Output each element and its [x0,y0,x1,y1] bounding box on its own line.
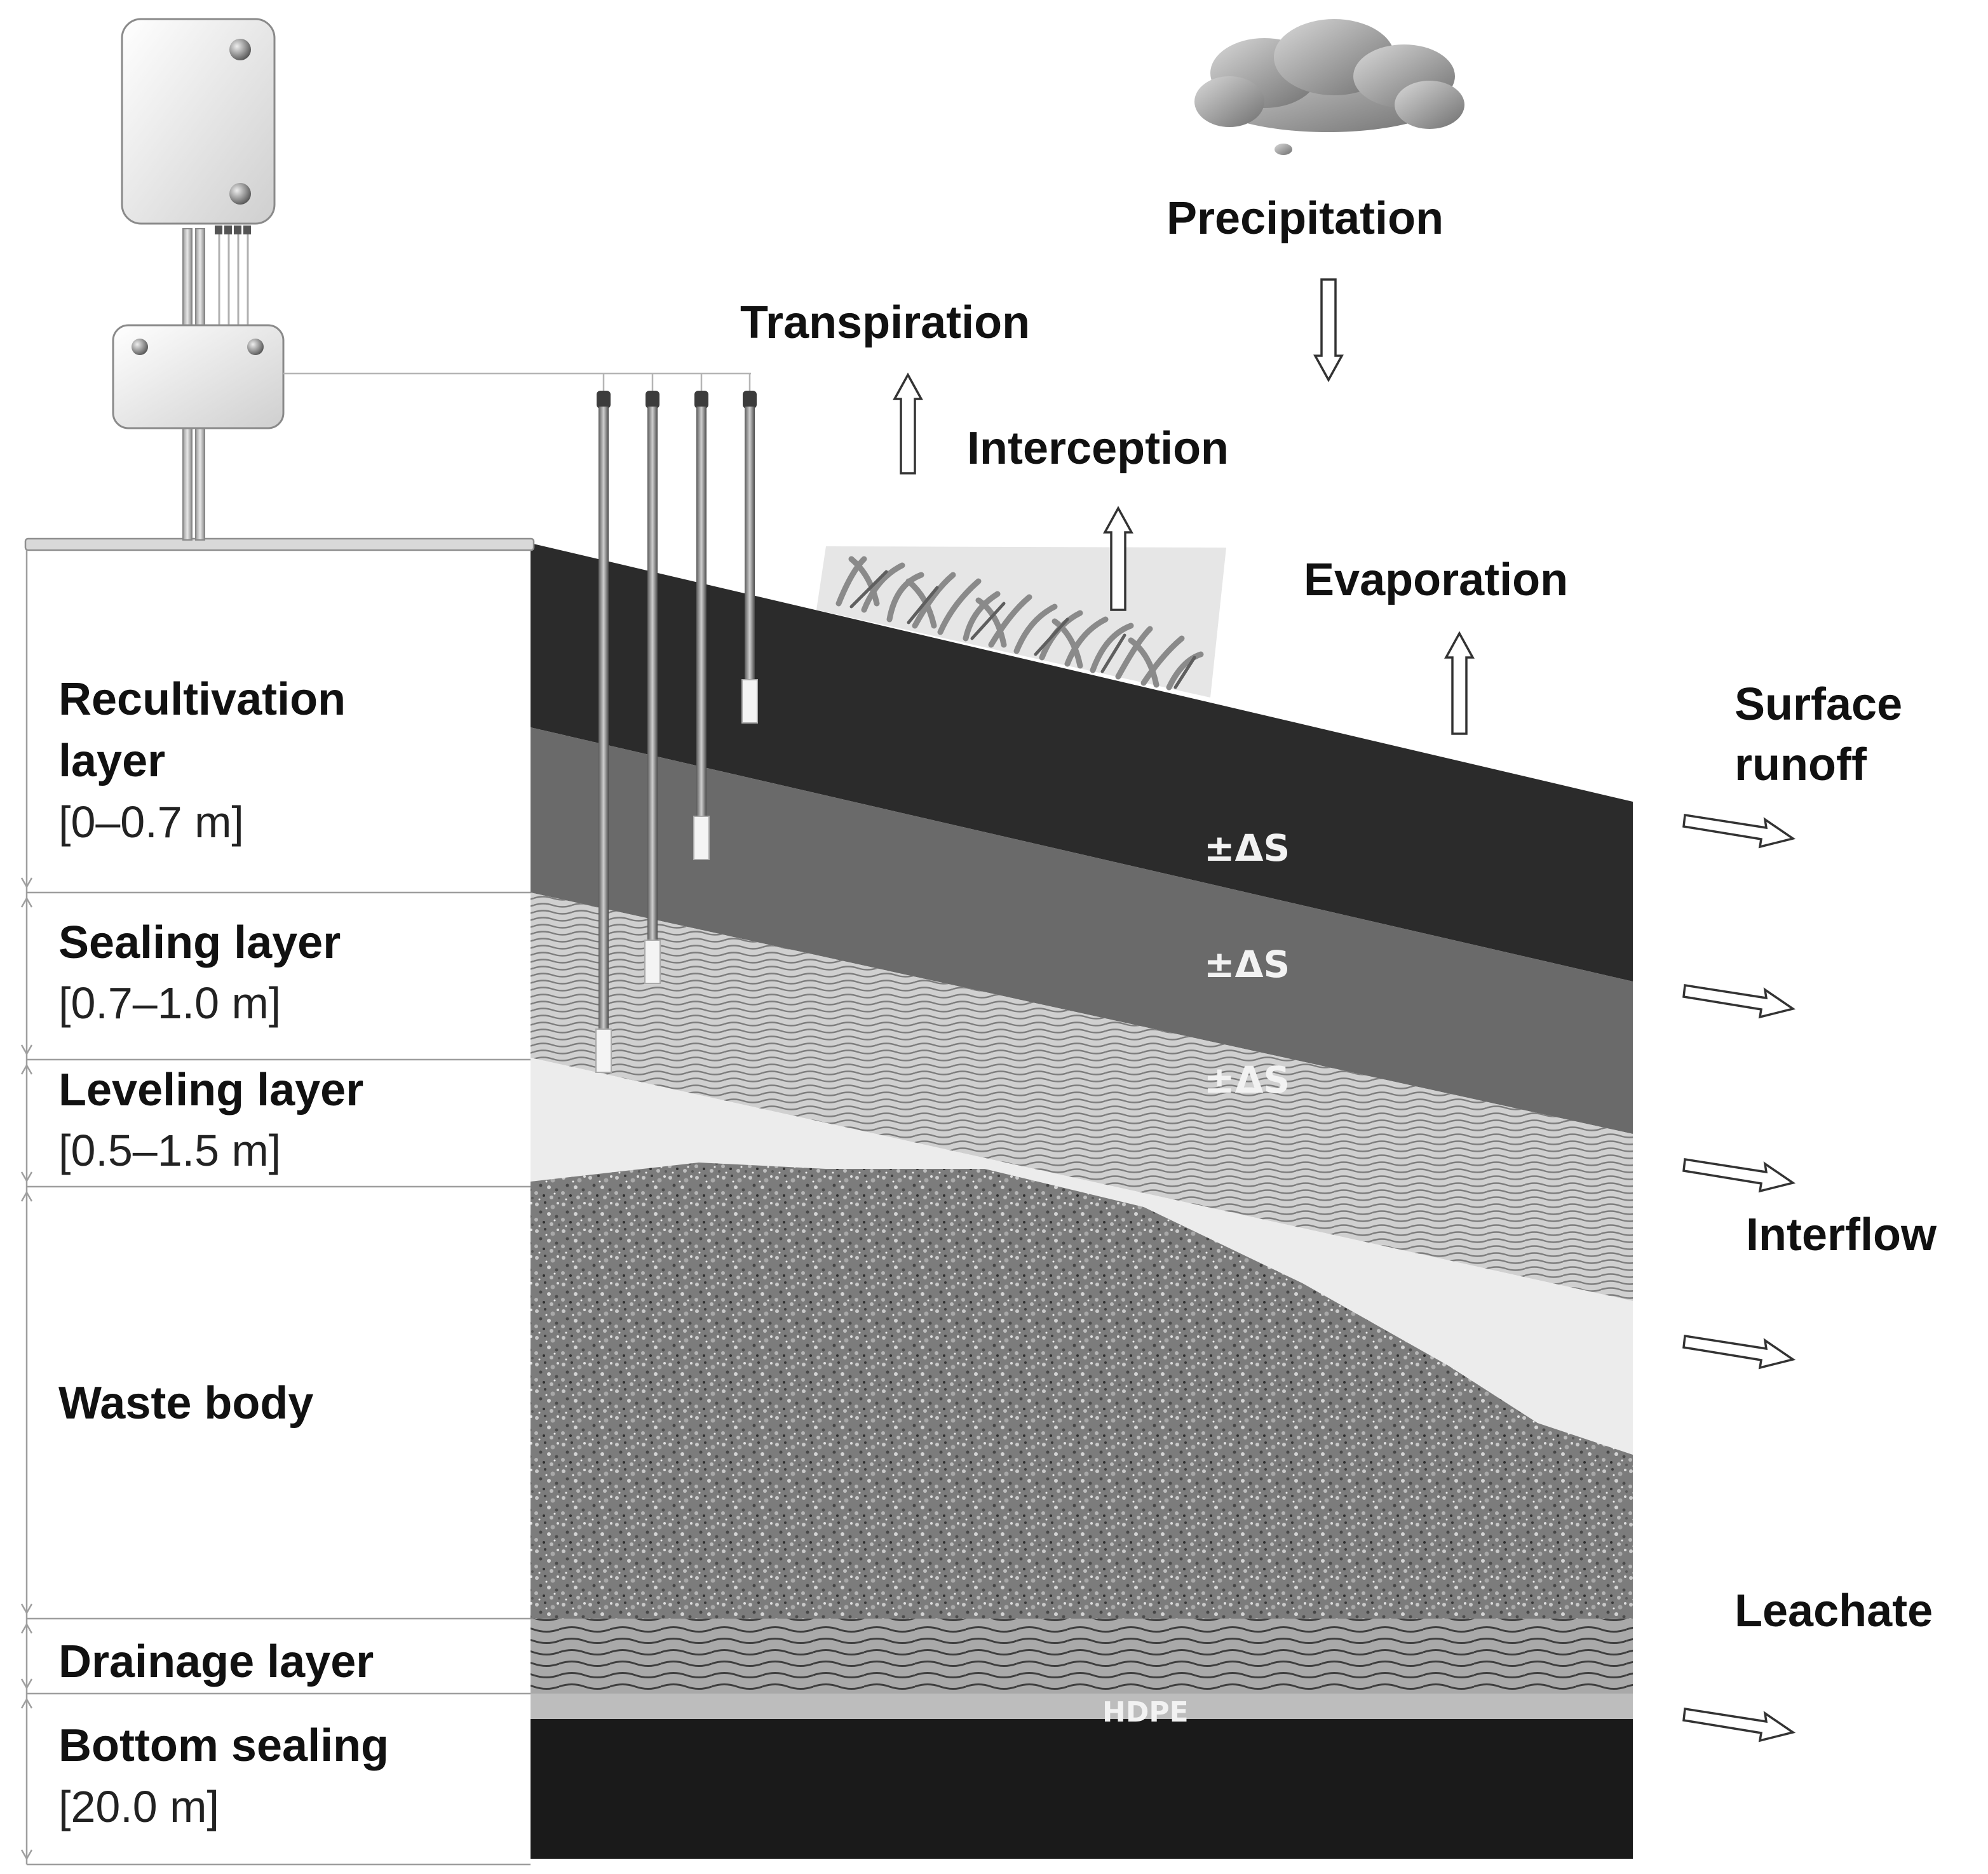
storage-label-leveling: ±ΔS [1204,1058,1290,1102]
storage-label-recultivation: ±ΔS [1204,826,1290,870]
leveling-light-band [531,1058,1633,1455]
surface-plate [24,537,535,551]
surface-runoff-label-line2: runoff [1734,739,1867,790]
process-labels: Precipitation Transpiration Interception… [740,193,1937,1636]
process-arrows [893,278,1796,1743]
interflow-label: Interflow [1746,1210,1937,1260]
interflow-arrow-icon [1682,1157,1796,1193]
depth-scale [20,537,535,1866]
layer-bands [531,543,1633,1859]
sensor-probe [741,391,758,724]
surface-runoff-arrow-icon [1682,813,1796,849]
evaporation-arrow-icon [1444,631,1475,735]
leachate-arrow-icon [1682,1707,1796,1743]
interflow-arrow-icon [1682,983,1796,1019]
sensor-probe [595,391,612,1073]
layer-range-bottom-sealing: [20.0 m] [58,1782,219,1831]
evaporation-label: Evaporation [1304,555,1568,605]
layer-range-sealing: [0.7–1.0 m] [58,978,281,1028]
layer-range-leveling: [0.5–1.5 m] [58,1126,281,1175]
storage-labels: ±ΔS ±ΔS ±ΔS HDPE [1102,826,1290,1729]
layer-range-recultivation: [0–0.7 m] [58,797,244,847]
leveling-wavy-band [531,893,1633,1301]
leachate-label: Leachate [1734,1586,1933,1636]
storage-label-sealing: ±ΔS [1204,943,1290,986]
sensor-probe [644,391,661,984]
layer-name-leveling: Leveling layer [58,1065,363,1116]
precipitation-arrow-icon [1313,278,1344,382]
layer-name-recultivation: Recultivation [58,674,346,725]
data-logger-station [112,18,751,541]
interception-arrow-icon [1103,506,1133,611]
layer-name-bottom-sealing: Bottom sealing [58,1720,389,1771]
hdpe-band [531,1694,1633,1719]
layer-labels: Recultivation layer [0–0.7 m] Sealing la… [58,674,389,1831]
recultivation-band [531,543,1633,981]
hdpe-label: HDPE [1102,1696,1189,1729]
sealing-band [531,727,1633,1134]
junction-bolt-icon [247,339,264,355]
logger-bolt-icon [229,39,251,60]
interception-label: Interception [967,423,1229,474]
transpiration-label: Transpiration [740,297,1030,348]
data-logger-box [121,18,276,225]
bottom-sealing-band [531,1719,1633,1859]
layer-name-sealing: Sealing layer [58,917,341,968]
transpiration-arrow-icon [893,372,923,475]
junction-box [112,324,285,429]
drainage-band [531,1619,1633,1694]
surface-runoff-label-line1: Surface [1734,679,1902,730]
layer-name-waste-body: Waste body [58,1378,313,1429]
layer-name-recultivation-line2: layer [58,736,165,786]
logger-bolt-icon [229,183,251,205]
precipitation-label: Precipitation [1166,193,1444,244]
junction-bolt-icon [132,339,148,355]
layer-name-drainage: Drainage layer [58,1636,374,1687]
sensor-probes [595,391,758,1073]
scale-ticks [20,877,33,1861]
cloud-icon [1194,19,1464,155]
sensor-probe [693,391,710,860]
waste-body-band [531,1163,1633,1619]
interflow-arrow-icon [1682,1334,1796,1370]
